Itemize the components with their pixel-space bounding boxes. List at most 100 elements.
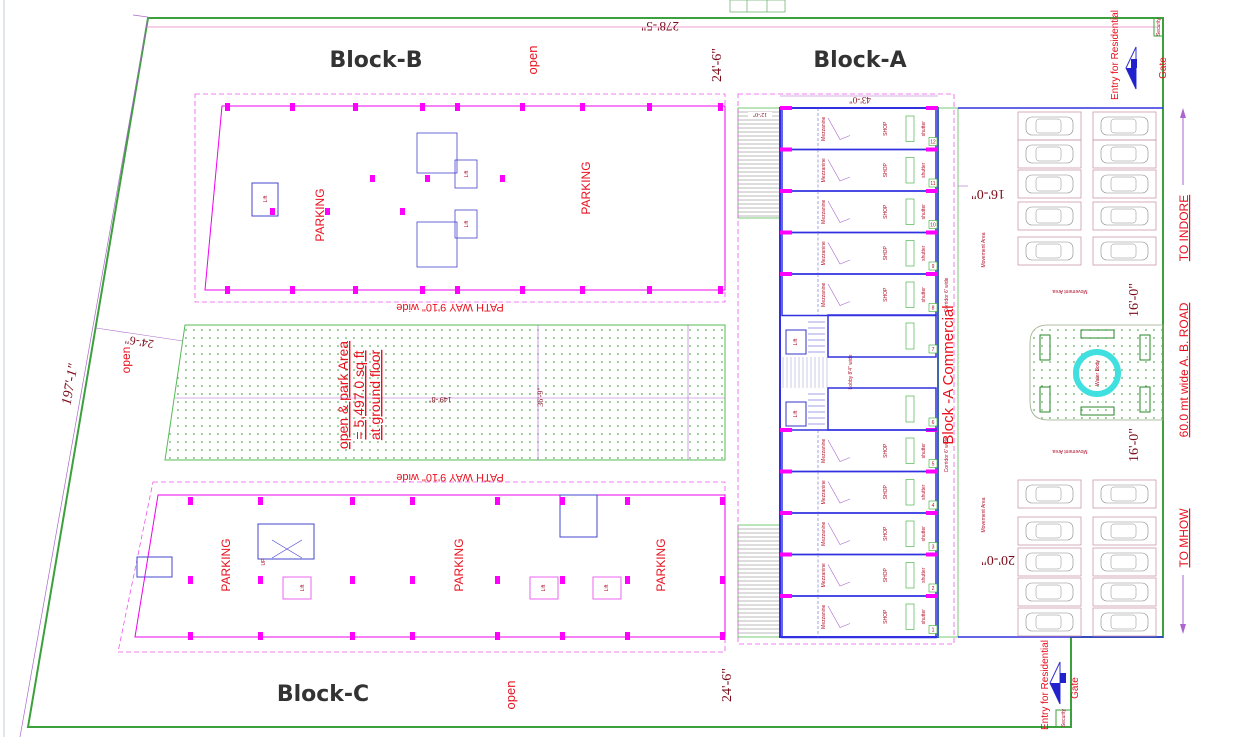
column — [350, 497, 355, 505]
column — [400, 208, 405, 215]
column — [350, 632, 355, 640]
to-mhow-label: TO MHOW — [1177, 508, 1191, 568]
column — [625, 497, 630, 505]
open-label-left: open — [119, 347, 133, 374]
parking-stall — [1092, 111, 1157, 141]
mezzanine-label: Mezzanine — [821, 480, 827, 504]
parking-stall — [1092, 547, 1157, 577]
column — [258, 497, 263, 505]
stair-dim-bg — [748, 112, 772, 119]
lift-label: Lift — [793, 410, 799, 417]
shop-number: 9 — [932, 264, 935, 270]
park-area-text: open & park Area — [335, 341, 351, 449]
shutter-label: shutter — [921, 484, 927, 500]
block-a-commercial-label: Block -A Commercial — [940, 305, 957, 444]
shop-number: 3 — [932, 545, 935, 551]
parking-stall — [1017, 479, 1082, 509]
column — [225, 103, 230, 111]
open-label-top: open — [525, 46, 540, 75]
mezzanine-label: Mezzanine — [821, 521, 827, 545]
column — [225, 286, 230, 294]
movement-area-label: Movement Area — [1052, 288, 1087, 294]
path-way-label-bottom: PATH WAY 9'10" wide — [396, 471, 504, 483]
column — [718, 286, 723, 294]
column — [560, 497, 565, 505]
corridor-label: Corridor 6' wide — [944, 437, 950, 472]
dimension-park-width: 36'-9" — [536, 387, 545, 406]
column — [647, 103, 652, 111]
water-body-label: Water Body — [1095, 360, 1101, 386]
dimension-garden-top: 16'-0" — [1127, 283, 1142, 317]
column — [647, 286, 652, 294]
security-label: Security — [1061, 708, 1067, 727]
column — [290, 103, 295, 111]
column — [720, 576, 725, 584]
dimension-front-top: 16'-0" — [971, 186, 1005, 201]
shop-number: 4 — [932, 503, 935, 509]
park-area-text: = 5,497.0 sq ft — [351, 350, 367, 439]
lift-label: Lift — [541, 584, 547, 591]
mezzanine-label: Mezzanine — [821, 563, 827, 587]
dimension-setback-left: 24'-6" — [124, 333, 155, 352]
column — [420, 103, 425, 111]
entry-arrow-icon — [1049, 661, 1066, 705]
column — [520, 103, 525, 111]
park-area-text: at ground floor — [367, 350, 383, 441]
to-indore-label: TO INDORE — [1177, 195, 1191, 261]
shop-number: 7 — [932, 347, 935, 353]
parking-label: PARKING — [313, 188, 327, 241]
water-body — [1073, 349, 1121, 397]
column — [625, 632, 630, 640]
shop-number: 5 — [932, 462, 935, 468]
legend-table-fragment — [729, 0, 786, 13]
parking-stall — [1017, 201, 1082, 231]
shop-label: SHOP — [883, 246, 889, 261]
arrow-down-icon — [1180, 575, 1186, 634]
column — [455, 103, 460, 111]
parking-stall — [1017, 577, 1082, 607]
lift-label: Lift — [300, 584, 306, 591]
column — [495, 576, 500, 584]
security-cabin — [1055, 709, 1072, 728]
column — [625, 576, 630, 584]
parking-stall — [1017, 236, 1082, 266]
parking-label: PARKING — [579, 161, 593, 214]
parking-stall — [1092, 607, 1157, 637]
column — [495, 632, 500, 640]
mezzanine-label: Mezzanine — [821, 438, 827, 462]
column — [290, 286, 295, 294]
mezzanine-label: Mezzanine — [821, 116, 827, 140]
parking-stall — [1092, 479, 1157, 509]
shop-number: 2 — [932, 586, 935, 592]
shop-number: 8 — [932, 306, 935, 312]
parking-stall — [1092, 201, 1157, 231]
shop-number: 6 — [932, 420, 935, 426]
parking-stall — [1017, 547, 1082, 577]
mezzanine-label: Mezzanine — [821, 282, 827, 306]
mezzanine-label: Mezzanine — [821, 241, 827, 265]
column — [520, 286, 525, 294]
column — [580, 103, 585, 111]
column — [188, 576, 193, 584]
lift-label: Lift — [604, 584, 610, 591]
column — [258, 632, 263, 640]
column — [353, 286, 358, 294]
structural-columns — [188, 103, 725, 640]
shutter-label: shutter — [921, 287, 927, 303]
shop-unit: 6 — [827, 387, 938, 431]
lift-label: Lift — [464, 220, 470, 227]
dimension-left-length: 197'-1" — [60, 363, 82, 407]
dimension-garden-bottom: 16'-0" — [1127, 428, 1142, 462]
shutter-label: shutter — [921, 204, 927, 220]
parking-label: PARKING — [219, 538, 233, 591]
dimension-line-left — [19, 14, 149, 737]
